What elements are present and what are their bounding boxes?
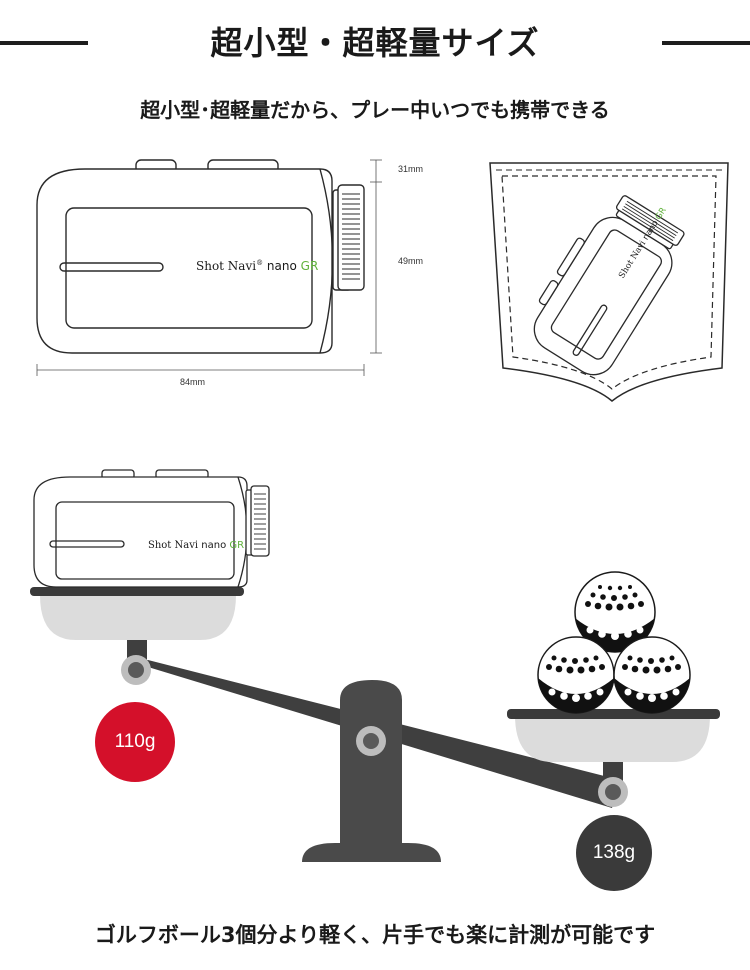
fulcrum-base: [302, 843, 441, 862]
svg-text:Shot Navi nano GR: Shot Navi nano GR: [148, 540, 244, 551]
golf-ball-bottom-left: [537, 636, 615, 714]
right-pan: [515, 715, 710, 762]
device-on-scale: [33, 469, 270, 588]
left-pan-rim: [30, 587, 244, 596]
scale-device-brand-label: Shot Navi nano GR: [148, 540, 244, 551]
model-text: nano: [267, 259, 297, 273]
left-pan: [40, 595, 236, 640]
balls-weight-badge: 138g: [576, 815, 652, 891]
balls-weight-value: 138g: [592, 842, 636, 863]
scale-model-text: nano: [201, 540, 226, 551]
scale-brand-text: Shot Navi: [148, 540, 198, 551]
right-pan-rim: [507, 709, 720, 719]
scale-suffix-text: GR: [229, 540, 244, 551]
balance-scale: [30, 587, 720, 862]
registered-mark: ®: [256, 259, 263, 267]
dimension-height-label: 49mm: [398, 256, 424, 266]
page-subtitle: 超小型･超軽量だから、プレー中いつでも携帯できる: [140, 98, 610, 122]
footer-caption: ゴルフボール3個分より軽く、片手でも楽に計測が可能です: [94, 923, 656, 947]
pocket-illustration: Shot Navi nano GR: [489, 162, 729, 402]
suffix-text: GR: [301, 259, 319, 273]
title-rule-right: [662, 41, 750, 45]
fulcrum-post: [340, 680, 402, 845]
page-title: 超小型・超軽量サイズ: [210, 24, 540, 62]
dimension-depth-label: 31mm: [398, 164, 424, 174]
svg-text:Shot Navi® nano GR: Shot Navi® nano GR: [196, 259, 318, 273]
dimension-width-label: 84mm: [180, 377, 206, 387]
brand-text: Shot Navi: [196, 259, 256, 273]
title-rule-left: [0, 41, 88, 45]
device-weight-badge: 110g: [95, 702, 175, 782]
device-brand-label: Shot Navi® nano GR: [196, 259, 318, 273]
golf-ball-bottom-right: [613, 636, 691, 714]
device-weight-value: 110g: [114, 731, 156, 752]
device-dimension-drawing: [36, 159, 382, 376]
